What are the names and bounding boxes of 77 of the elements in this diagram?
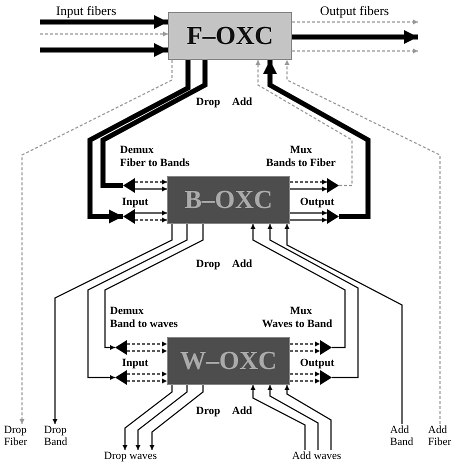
annotation-label: Add xyxy=(232,258,252,270)
arrow xyxy=(135,186,167,192)
annotation-label: Bands to Fiber xyxy=(266,157,336,169)
arrow xyxy=(290,348,320,354)
arrow xyxy=(127,372,167,376)
port-label: Add waves xyxy=(292,450,354,464)
arrow xyxy=(290,372,320,376)
arrow xyxy=(292,20,418,24)
mux-triangle xyxy=(320,370,332,385)
annotation-label: Drop xyxy=(196,258,220,270)
demux-triangle xyxy=(123,209,135,224)
mux-triangle xyxy=(327,178,339,193)
arrow xyxy=(290,218,327,222)
arrow xyxy=(284,60,441,424)
port-label: Drop Fiber xyxy=(4,424,44,450)
arrow xyxy=(290,180,327,184)
arrow xyxy=(284,224,403,424)
arrow xyxy=(40,15,168,29)
annotation-label: Mux xyxy=(290,144,312,156)
arrow xyxy=(127,348,167,354)
annotation-label: Drop xyxy=(196,96,220,108)
arrow xyxy=(284,385,332,450)
annotation-label: Demux xyxy=(120,144,154,156)
arrow xyxy=(150,385,204,450)
port-label: Add Band xyxy=(390,424,426,450)
port-label: Add Fiber xyxy=(428,424,456,450)
port-label: Drop Band xyxy=(44,424,84,450)
port-label: Drop waves xyxy=(104,450,166,464)
annotation-label: Mux xyxy=(290,305,312,317)
arrow xyxy=(127,378,167,384)
arrow xyxy=(88,60,190,224)
mux-triangle xyxy=(320,340,332,355)
annotation-label: Output xyxy=(300,196,334,208)
arrow xyxy=(136,385,188,450)
annotation-label: Output xyxy=(300,357,334,369)
arrow xyxy=(135,218,167,222)
arrow xyxy=(40,32,168,36)
arrow xyxy=(87,224,188,380)
arrow xyxy=(122,385,173,450)
arrow xyxy=(263,60,370,219)
arrow xyxy=(290,210,327,216)
arrow xyxy=(135,180,167,184)
demux-triangle xyxy=(115,340,127,355)
arrow xyxy=(268,385,319,450)
arrow xyxy=(290,186,327,192)
mux-triangle xyxy=(327,209,339,224)
arrow xyxy=(52,224,173,424)
arrow xyxy=(20,60,173,424)
arrow xyxy=(127,342,167,346)
arrow xyxy=(292,30,418,44)
annotation-label: Demux xyxy=(110,305,144,317)
annotation-label: Drop xyxy=(196,405,220,417)
arrow xyxy=(268,224,359,378)
arrow xyxy=(40,43,168,57)
annotation-label: Add xyxy=(232,96,252,108)
annotation-label: Input xyxy=(122,196,148,208)
connector-line xyxy=(100,60,208,188)
arrow xyxy=(290,342,320,346)
annotation-label: Output fibers xyxy=(320,3,389,18)
annotation-label: Band to waves xyxy=(110,318,178,330)
arrow xyxy=(290,378,320,384)
arrow xyxy=(135,210,167,216)
annotation-label: Input fibers xyxy=(56,3,116,18)
demux-triangle xyxy=(115,370,127,385)
arrow xyxy=(104,224,204,350)
band-cross-connect-box: B–OXC xyxy=(167,176,290,224)
wavelength-cross-connect-box: W–OXC xyxy=(167,337,290,385)
annotation-label: Add xyxy=(232,405,252,417)
fiber-cross-connect-box: F–OXC xyxy=(168,12,292,60)
demux-triangle xyxy=(123,178,135,193)
arrow xyxy=(256,60,353,186)
arrow xyxy=(292,48,418,54)
annotation-label: Fiber to Bands xyxy=(120,157,190,169)
annotation-label: Waves to Band xyxy=(262,318,332,330)
arrow xyxy=(250,224,346,348)
annotation-label: Input xyxy=(122,357,148,369)
arrow xyxy=(250,385,306,450)
